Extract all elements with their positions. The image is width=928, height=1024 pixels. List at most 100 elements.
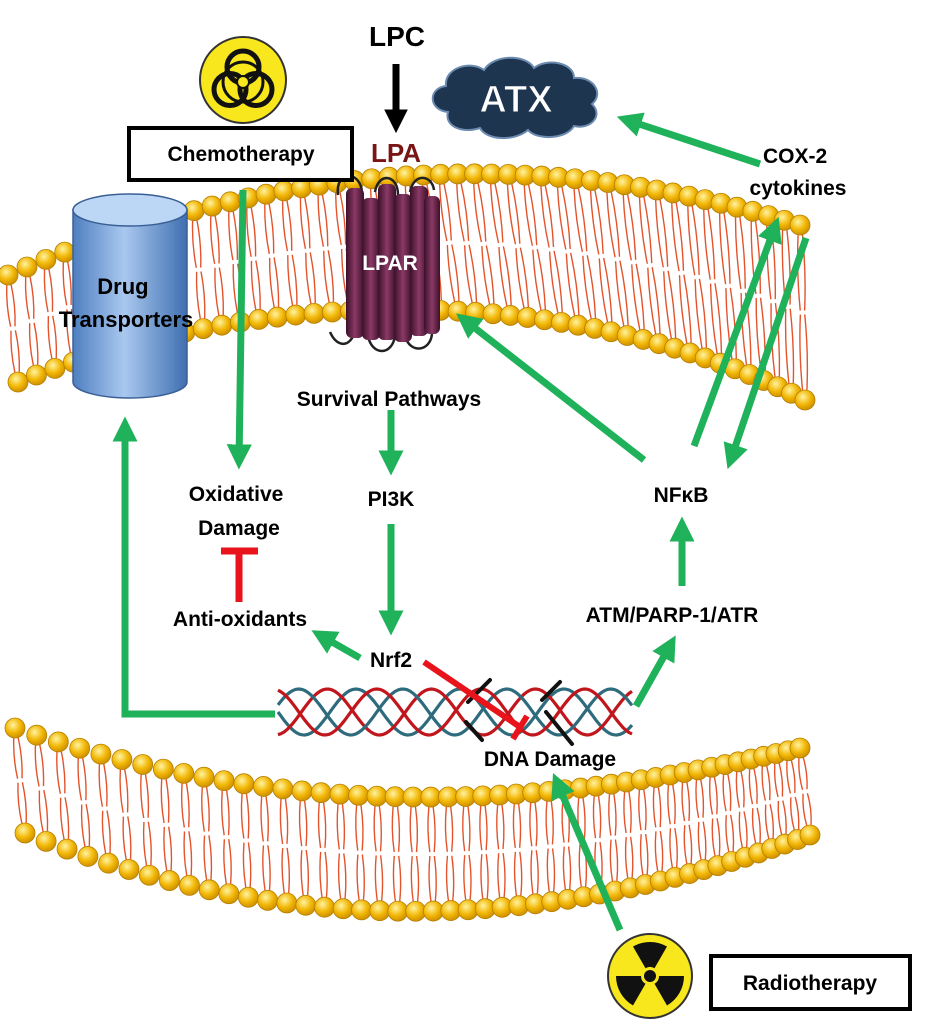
- lipid-tail: [200, 271, 206, 319]
- lipid-tail: [784, 308, 790, 384]
- lipid-tail: [613, 793, 617, 836]
- lipid-tail: [678, 275, 688, 344]
- lipid-head: [111, 749, 133, 770]
- lipid-tail: [700, 779, 705, 818]
- lipid-tail: [80, 804, 86, 847]
- lipid-tail: [334, 192, 342, 246]
- lipid-tail: [201, 787, 206, 832]
- lipid-head: [7, 371, 29, 393]
- lipid-tail: [360, 805, 364, 851]
- lipid-tail: [643, 789, 647, 831]
- lipid-head: [179, 875, 200, 896]
- lipid-head: [422, 900, 444, 922]
- lipid-tail: [444, 806, 449, 852]
- break-mark: [464, 720, 484, 742]
- lipid-tail: [502, 246, 512, 306]
- chemotherapy-label: Chemotherapy: [167, 143, 314, 166]
- lipid-tail: [60, 751, 66, 794]
- lipid-tail: [317, 802, 322, 849]
- lpa-label: LPA: [371, 138, 421, 168]
- lipid-tail: [782, 800, 787, 834]
- lipid-tail: [667, 270, 677, 339]
- lipid-tail: [766, 765, 771, 801]
- lipid-tail: [567, 846, 572, 890]
- lipid-tail: [59, 797, 65, 840]
- biohazard-ring: [237, 71, 275, 108]
- lipid-tail: [755, 298, 762, 371]
- lipid-tail: [674, 827, 678, 868]
- lipid-tail: [127, 816, 132, 860]
- lipid-tail: [67, 261, 72, 306]
- lipid-head: [54, 241, 76, 263]
- lipid-tail: [743, 811, 748, 848]
- lipid-tail: [473, 183, 483, 243]
- lipid-tail: [718, 213, 727, 285]
- arrow-nfkb-to-lpar: [456, 313, 647, 463]
- lipid-tail: [798, 758, 804, 790]
- lipid-tail: [761, 766, 767, 801]
- lipid-tail: [519, 851, 523, 896]
- lipid-tail: [686, 782, 691, 821]
- lipid-tail: [286, 200, 293, 251]
- lipid-tail: [804, 314, 809, 390]
- lipid-head: [387, 900, 409, 922]
- lipid-head: [0, 264, 19, 286]
- lipid-head: [789, 214, 811, 236]
- lipid-head: [303, 302, 325, 324]
- lipid-tail: [597, 795, 602, 839]
- lipid-tail: [698, 278, 708, 348]
- lipid-tail: [38, 790, 44, 832]
- lipid-tail: [432, 806, 436, 853]
- lipid-tail: [337, 853, 342, 899]
- lipid-tail: [29, 276, 35, 319]
- lipid-tail: [304, 197, 311, 249]
- radiotherapy-box: [709, 954, 912, 1011]
- lipid-head: [332, 898, 354, 920]
- lipid-tail: [608, 794, 612, 836]
- lipid-tail: [356, 854, 360, 901]
- break-mark: [540, 680, 562, 702]
- dna-strand: [276, 687, 634, 737]
- lipid-tail: [268, 257, 275, 308]
- lipid-tail: [228, 211, 234, 261]
- lpar-label: LPAR: [362, 252, 418, 275]
- lipid-tail: [379, 855, 384, 901]
- lipid-tail: [185, 783, 190, 828]
- lipid-tail: [163, 826, 168, 871]
- lipid-tail: [756, 807, 761, 843]
- lipid-tail: [66, 309, 72, 353]
- lipid-head: [420, 786, 442, 808]
- lipid-tail: [683, 825, 688, 864]
- lipid-tail: [654, 200, 664, 268]
- oxidative-line2: Damage: [198, 517, 280, 540]
- lipid-tail: [512, 803, 516, 848]
- lipid-tail: [336, 804, 340, 850]
- lipid-head: [794, 389, 816, 411]
- atx-cloud: [431, 56, 599, 139]
- lipid-tail: [722, 774, 727, 812]
- lipid-tail: [287, 255, 294, 306]
- lipid-tail: [250, 260, 257, 310]
- lipid-tail: [671, 203, 680, 272]
- lipid-head: [310, 782, 332, 804]
- lipid-head: [405, 900, 427, 922]
- lipid-tail: [738, 811, 743, 848]
- lipid-tail: [273, 257, 280, 307]
- lipid-tail: [165, 778, 170, 823]
- oxidative-damage-label: Oxidative Damage: [189, 483, 289, 540]
- lipid-tail: [47, 316, 53, 359]
- lipid-tail: [622, 194, 632, 261]
- lipid-head: [47, 731, 69, 753]
- lipid-head: [295, 894, 317, 916]
- lipid-tail: [511, 183, 521, 244]
- lipid-tail: [806, 793, 812, 825]
- lipid-tail: [196, 220, 202, 268]
- arrow-dna-to-transporters: [112, 416, 275, 718]
- lipid-tail: [247, 842, 252, 888]
- lipid-tail: [659, 199, 669, 267]
- lipid-tail: [540, 186, 550, 248]
- lipid-tail: [242, 842, 247, 888]
- lipid-tail: [355, 805, 359, 851]
- lipid-tail: [550, 801, 554, 845]
